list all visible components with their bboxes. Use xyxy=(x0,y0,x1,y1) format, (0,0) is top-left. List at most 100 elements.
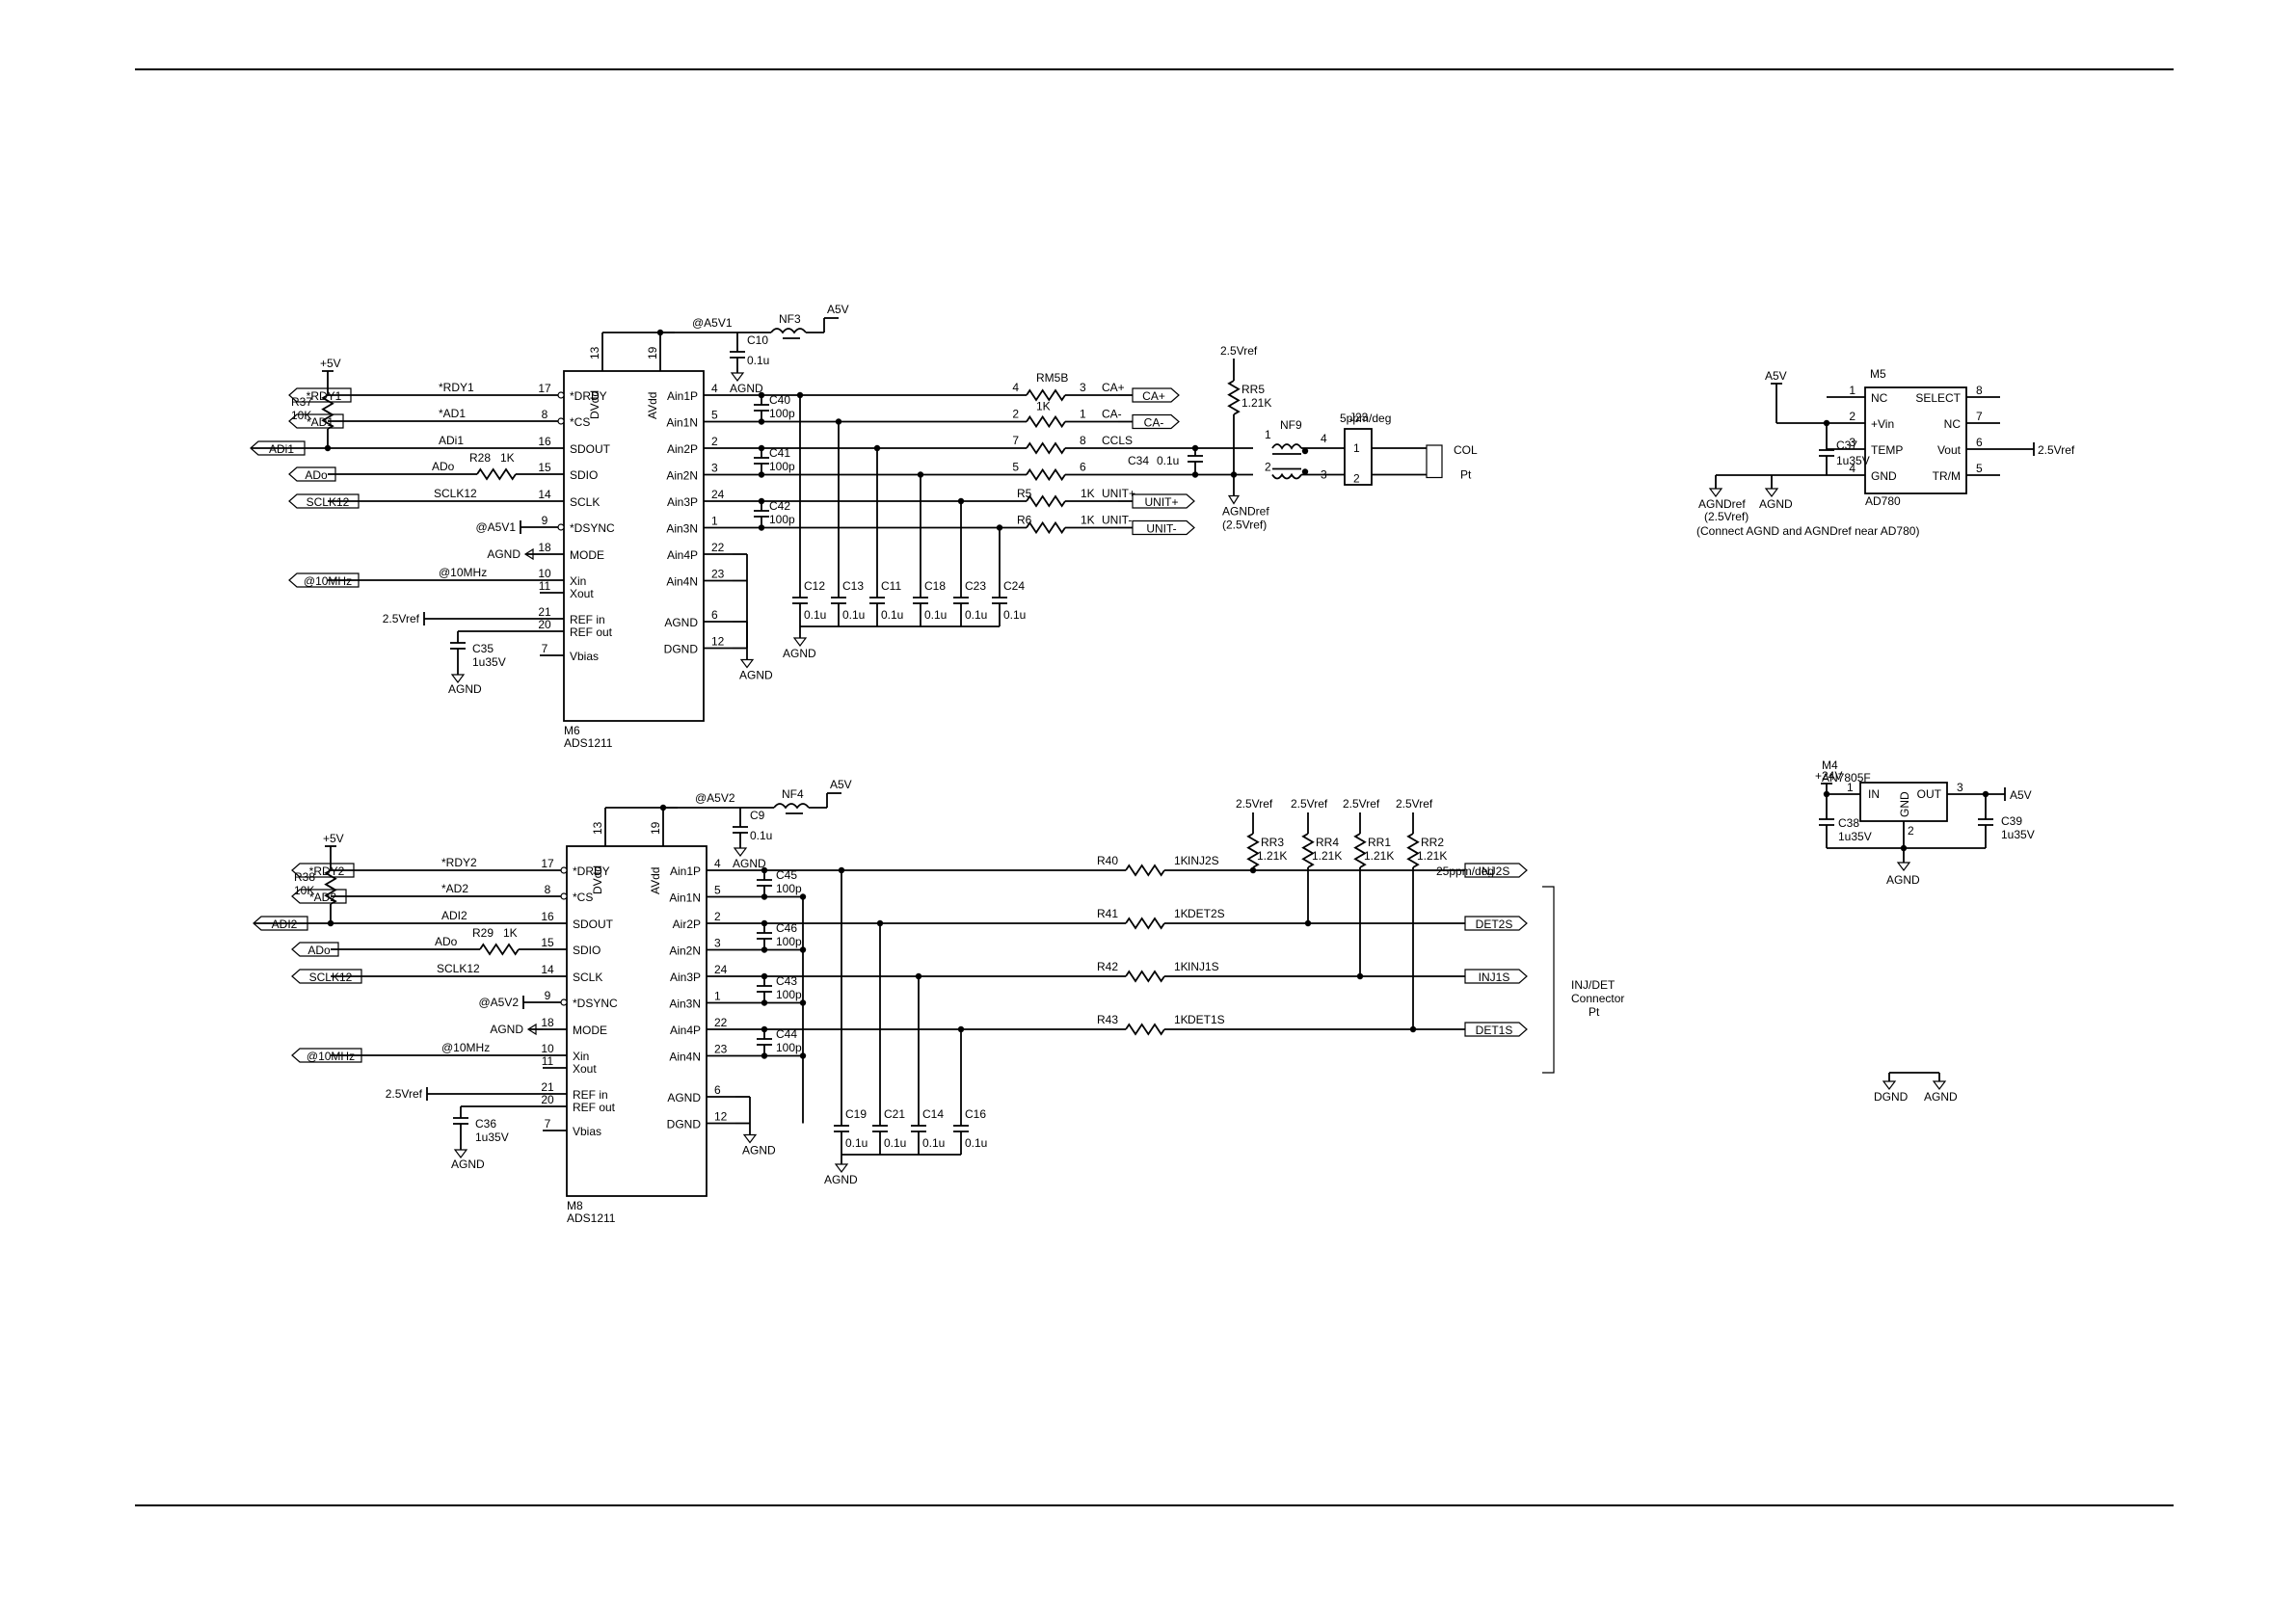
channel-port: INJ1S xyxy=(1479,971,1510,984)
shunt-cap-value: 0.1u xyxy=(881,608,903,622)
left-pin-number: 8 xyxy=(545,883,551,896)
nf9-coil-top xyxy=(1271,443,1302,450)
sdout-net-label: ADi1 xyxy=(439,434,464,447)
regulator-ground-label: AGND xyxy=(1886,873,1920,887)
voltage-reference-ad780-circuit: M5AD780NC1SELECT8+Vin2NC7TEMP3Vout6GND4T… xyxy=(1696,367,2075,538)
emi-filter-symbol xyxy=(770,328,807,334)
sdio-port: ADo xyxy=(305,468,328,482)
junction-dot xyxy=(1823,790,1830,798)
j23-connector-body xyxy=(1344,428,1373,486)
shunt-ground-icon xyxy=(792,637,808,647)
left-pin-number: 8 xyxy=(542,408,548,421)
series-value: 1K xyxy=(503,926,518,940)
ground-tie-circuit: DGND AGND xyxy=(1874,1072,1958,1104)
right-pin-number: 24 xyxy=(714,963,728,976)
junction-dot xyxy=(1191,471,1199,478)
left-pin-name: *DRDY xyxy=(570,389,607,403)
supply-cap-value: 0.1u xyxy=(750,829,772,842)
regulator-ref-label: M4 xyxy=(1822,758,1838,772)
shunt-ground-label: AGND xyxy=(783,647,816,660)
right-pin-name: Ain1P xyxy=(670,865,701,878)
connector-label-line1: INJ/DET xyxy=(1571,978,1615,992)
mode-ground-arrow xyxy=(526,1023,537,1036)
supply-ground-label: AGND xyxy=(733,857,766,870)
right-pin-number: 24 xyxy=(711,488,725,501)
left-pin-name: SCLK xyxy=(573,971,602,984)
rr5-net-label: 2.5Vref xyxy=(1220,344,1258,358)
right-pin-number: 12 xyxy=(714,1110,728,1124)
rr5-resistor xyxy=(1227,380,1241,415)
top-pin-name: AVdd xyxy=(646,392,659,419)
ref-res-ref: RR2 xyxy=(1421,836,1444,849)
supply-net-label: @A5V2 xyxy=(695,791,735,805)
left-pin-number: 11 xyxy=(539,579,551,593)
shunt-cap-ref: C12 xyxy=(804,579,825,593)
top-pin-number: 19 xyxy=(649,821,662,835)
channel-resistor xyxy=(1026,388,1066,402)
channel-net-label: INJ1S xyxy=(1188,960,1219,973)
channel-resistor xyxy=(1125,970,1165,983)
top-pin-number: 19 xyxy=(646,346,659,359)
junction-dot xyxy=(1191,444,1199,452)
cs-port-outline xyxy=(291,889,347,904)
ad780-left-pin-number: 2 xyxy=(1849,410,1855,423)
pullup-value: 10K xyxy=(294,884,314,897)
dgnd-tie-label: DGND xyxy=(1874,1090,1909,1104)
ad780-left-pin-number: 4 xyxy=(1849,462,1855,475)
pullup-ref: R37 xyxy=(291,395,312,409)
drdy-port: *RDY1 xyxy=(307,389,342,403)
xin-port-outline xyxy=(291,1048,362,1063)
regulator-cap-in-value: 1u35V xyxy=(1838,830,1872,843)
left-pin-name: Xout xyxy=(573,1062,597,1076)
left-pin-name: SDIO xyxy=(573,944,601,957)
channel-port-outline xyxy=(1464,1022,1528,1037)
right-pin-name: Ain3P xyxy=(667,495,698,509)
left-pin-number: 16 xyxy=(538,435,551,448)
left-pin-name: Xin xyxy=(573,1050,589,1063)
right-pin-number: 3 xyxy=(711,462,718,475)
tempco-label: 25ppm/deg xyxy=(1436,865,1494,878)
regulator-pin-out: 3 xyxy=(1957,781,1963,794)
regulator-output-label: A5V xyxy=(2010,788,2032,802)
ref-ground-label: AGND xyxy=(448,682,482,696)
channel-res-value: 1K xyxy=(1174,854,1188,867)
sdio-port-outline xyxy=(291,942,339,957)
ad780-left-pin-name: GND xyxy=(1871,469,1897,483)
sclk-port: SCLK12 xyxy=(309,971,353,984)
ref-res-value: 1.21K xyxy=(1257,849,1287,863)
left-pin-name: MODE xyxy=(573,1024,607,1037)
shunt-cap-ref: C16 xyxy=(965,1107,986,1121)
shunt-cap-value: 0.1u xyxy=(922,1136,945,1150)
agndref-sub-label: (2.5Vref) xyxy=(1222,519,1267,532)
left-pin-number: 20 xyxy=(538,618,551,631)
mode-ground-label: AGND xyxy=(487,547,521,561)
diff-cap-value: 100p xyxy=(769,460,795,473)
agnd-tie-label: AGND xyxy=(1924,1090,1958,1104)
left-pin-name: Vbias xyxy=(570,650,599,663)
mode-ground-arrow xyxy=(523,547,534,561)
agndref-ground-icon xyxy=(1227,494,1241,505)
ref-resistor xyxy=(1406,833,1420,868)
right-pin-name: Air2P xyxy=(673,918,701,931)
regulator-pin-in: 1 xyxy=(1847,781,1854,794)
series-value: 1K xyxy=(500,451,515,465)
left-pin-number: 15 xyxy=(541,936,554,949)
ref-resistor xyxy=(1353,833,1367,868)
dgnd-tie-ground-icon xyxy=(1882,1080,1897,1090)
ad780-left-pin-number: 3 xyxy=(1849,436,1855,449)
resistor-pin-a: 5 xyxy=(1012,461,1019,474)
channel-res-ref: R41 xyxy=(1097,907,1118,920)
ref-res-ref: RR1 xyxy=(1368,836,1391,849)
inversion-bubble xyxy=(557,417,565,425)
left-pin-number: 11 xyxy=(542,1054,554,1068)
supply-rail-label: A5V xyxy=(830,778,852,791)
right-pin-name: Ain3N xyxy=(669,998,701,1011)
resistor-pin-a: 7 xyxy=(1012,434,1019,447)
shunt-cap-value: 0.1u xyxy=(842,608,865,622)
sclk-net-label: SCLK12 xyxy=(434,487,477,500)
ref-res-ref: RR4 xyxy=(1316,836,1339,849)
resistor-pin-a: 4 xyxy=(1012,381,1019,394)
ad780-body xyxy=(1864,386,1967,494)
left-pin-number: 15 xyxy=(538,461,551,474)
shunt-cap-value: 0.1u xyxy=(924,608,947,622)
